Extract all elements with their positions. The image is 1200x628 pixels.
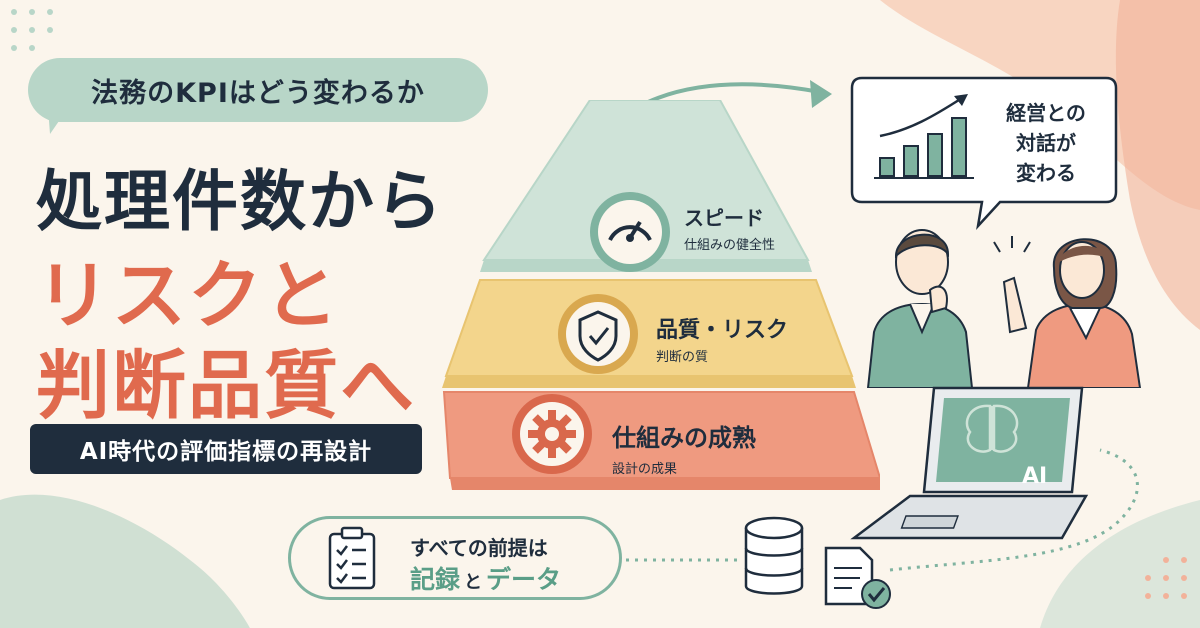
- dot-grid-bottom-right: [1145, 557, 1187, 599]
- headline-line-2: リスクと: [36, 253, 340, 339]
- right-edge-blob: [1115, 0, 1200, 330]
- dot-grid-top-left: [11, 9, 53, 51]
- bar-chart-icon: [874, 94, 974, 179]
- tier-bottom-title: 仕組みの成熟: [612, 424, 756, 452]
- question-pill: 法務のKPIはどう変わるか: [28, 58, 488, 122]
- data-premise-connector: と: [464, 572, 483, 593]
- data-premise-line-1: すべての前提は: [410, 536, 548, 560]
- pyramid-tier-middle: [444, 279, 854, 377]
- brain-icon: [965, 404, 1019, 453]
- tier-middle-title: 品質・リスク: [656, 318, 789, 343]
- headline-line-1: 処理件数から: [36, 163, 444, 240]
- man-figure: [866, 229, 974, 388]
- tier-bottom-subtitle: 設計の成果: [612, 462, 678, 477]
- woman-figure: [993, 236, 1142, 388]
- speedometer-icon: [590, 192, 670, 272]
- tier-top-subtitle: 仕組みの健全性: [684, 238, 776, 253]
- headline-line-3: 判断品質へ: [36, 343, 416, 429]
- database-icon: [744, 516, 804, 595]
- data-premise-word-data: データ: [486, 565, 562, 594]
- bottom-left-blob: [0, 494, 250, 628]
- tier-middle-subtitle: 判断の質: [656, 350, 709, 365]
- shield-check-icon: [558, 294, 638, 374]
- bottom-right-blob: [1040, 500, 1200, 628]
- tier-top-title: スピード: [684, 206, 764, 230]
- laptop-illustration: [850, 386, 1089, 540]
- speech-bubble-text: 経営との 対話が 変わる: [1006, 101, 1086, 185]
- data-premise-word-records: 記録: [410, 565, 461, 594]
- data-icons: [744, 516, 891, 609]
- laptop-ai-label: AI: [1022, 464, 1048, 489]
- speech-bubble: [850, 76, 1118, 230]
- pill-tail: [48, 108, 68, 134]
- gear-icon: [512, 394, 592, 474]
- arrow-head: [810, 80, 832, 108]
- clipboard-checklist-icon: [328, 526, 376, 590]
- pyramid: [442, 100, 880, 490]
- subtitle-bar: AI時代の評価指標の再設計: [30, 424, 422, 474]
- people-illustration: [866, 229, 1142, 388]
- data-premise-line-2: 記録とデータ: [410, 560, 561, 596]
- document-check-icon: [824, 546, 891, 609]
